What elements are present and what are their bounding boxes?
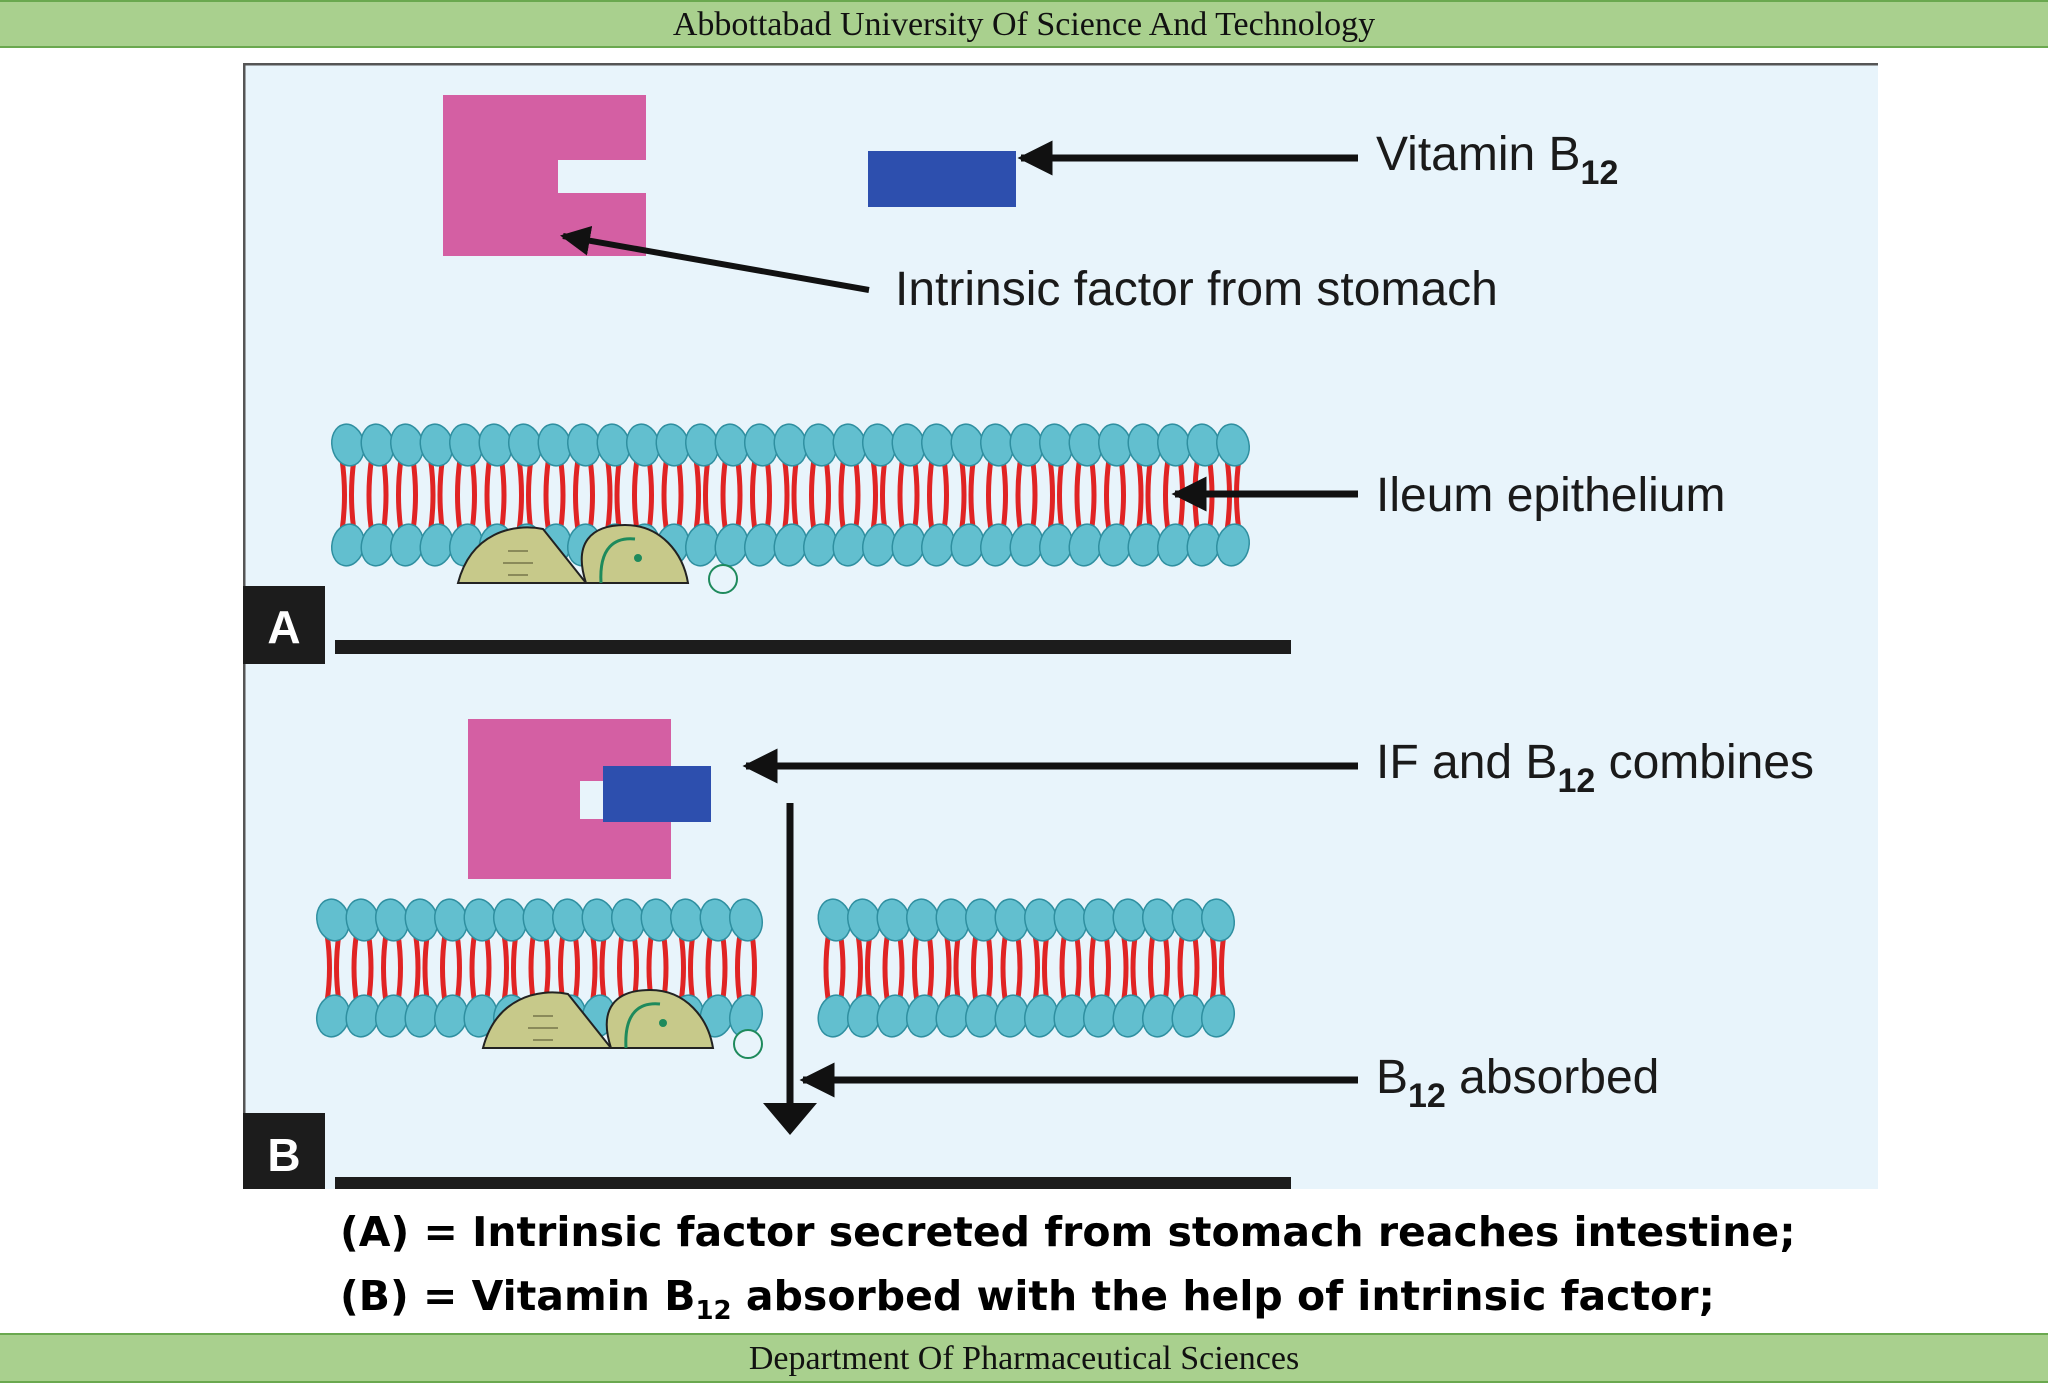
membrane-protein-a — [456, 523, 738, 594]
lipid-head — [1216, 423, 1250, 467]
intrinsic-arrow — [560, 225, 870, 293]
lipid-tail — [661, 458, 684, 532]
footer-title: Department Of Pharmaceutical Sciences — [748, 1340, 1300, 1377]
lipid-tail — [1015, 458, 1038, 532]
vitamin-b12-block-b — [603, 766, 711, 822]
lipid-tail — [838, 458, 861, 532]
lipid-tail — [720, 458, 743, 532]
lipid-head — [1201, 898, 1235, 942]
lipid-tail — [396, 458, 418, 532]
membrane-a — [331, 423, 1250, 594]
lipid-tail — [366, 458, 389, 532]
lipid-head — [729, 898, 763, 942]
membrane-b — [316, 898, 1235, 1059]
footer-banner: Department Of Pharmaceutical Sciences — [0, 1333, 2048, 1383]
ileum-label: Ileum epithelium — [1376, 469, 1726, 522]
panel-b-letter: B — [267, 1129, 300, 1181]
membrane-protein-b — [481, 988, 763, 1059]
lipid-tail — [927, 458, 949, 532]
lipid-tail — [897, 458, 920, 532]
lipid-tail — [809, 458, 831, 532]
panel-a-badge — [243, 586, 325, 664]
header-title: Abbottabad University Of Science And Tec… — [672, 6, 1376, 43]
lipid-head — [1201, 994, 1235, 1038]
header-banner: Abbottabad University Of Science And Tec… — [0, 0, 2048, 48]
intrinsic-factor-shape-b — [468, 719, 671, 879]
caption-panel-b: (B) = Vitamin B12 absorbed with the help… — [340, 1272, 1715, 1326]
lipid-tail — [632, 458, 654, 532]
lipid-tail — [573, 458, 595, 532]
caption-b-suffix: absorbed with the help of intrinsic fact… — [731, 1272, 1715, 1320]
caption-b-prefix: (B) = Vitamin B — [340, 1272, 696, 1320]
lipid-tail — [1104, 458, 1126, 532]
lipid-tail — [750, 458, 772, 532]
panel-b-badge — [243, 1113, 325, 1189]
lipid-tail — [986, 458, 1008, 532]
vitamin-label: Vitamin B12 — [1376, 128, 1618, 192]
intrinsic-label: Intrinsic factor from stomach — [895, 263, 1498, 316]
intrinsic-factor-shape-a — [443, 95, 646, 256]
absorption-arrowhead — [763, 1103, 817, 1135]
combine-label: IF and B12 combines — [1376, 736, 1814, 800]
caption-b-subscript: 12 — [695, 1296, 732, 1327]
lipid-tail — [543, 458, 566, 532]
lipid-tail — [455, 458, 477, 532]
b12-absorption-diagram: Vitamin B12 Intrinsic factor from stomac… — [243, 63, 1878, 1189]
lipid-head — [1216, 523, 1250, 567]
caption-panel-a: (A) = Intrinsic factor secreted from sto… — [340, 1208, 1796, 1256]
panel-a-letter: A — [267, 601, 300, 653]
lipid-tail — [1074, 458, 1097, 532]
absorbed-label: B12 absorbed — [1376, 1051, 1659, 1115]
vitamin-b12-block-a — [868, 151, 1016, 207]
lipid-tail — [484, 458, 507, 532]
